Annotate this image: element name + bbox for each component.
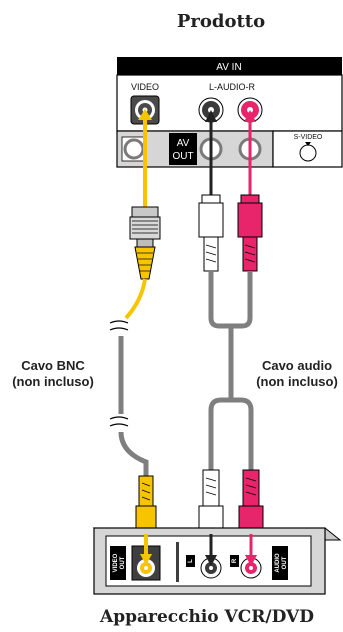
video-cable-break-bottom (109, 416, 129, 427)
bnc-cable-label-line1: Cavo BNC (21, 358, 85, 373)
device-divider (176, 542, 179, 582)
av-out-line1: AV (177, 138, 190, 149)
product-av-panel: AV IN VIDEO L-AUDIO-R (116, 57, 343, 168)
audio-cable-label-line1: Cavo audio (262, 358, 332, 373)
audio-out-line2: OUT (282, 556, 288, 569)
video-cable-segment-1 (124, 278, 147, 320)
s-video-label: S-VIDEO (294, 134, 323, 141)
device-name: Apparecchio VCR/DVD (99, 607, 314, 627)
bnc-video-cable (109, 109, 161, 535)
audio-cable-label-line2: (non incluso) (256, 374, 338, 389)
video-arrow-up (138, 109, 152, 120)
audio-cable-bottom-split (208, 397, 254, 470)
left-label: L (188, 559, 194, 563)
av-out-badge (169, 133, 197, 165)
audio-left-output-jack (200, 534, 222, 579)
video-out-badge (110, 546, 126, 580)
audio-left-plug-bottom (198, 469, 224, 535)
audio-right-output-jack (240, 534, 262, 579)
video-cable-break-top (109, 320, 129, 331)
audio-out-badge (272, 546, 288, 580)
audio-input-label: L-AUDIO-R (209, 82, 256, 92)
audio-right-plug-top (237, 194, 263, 272)
right-label: R (232, 558, 238, 563)
audio-left-arrow-up (205, 110, 217, 122)
right-badge (230, 555, 239, 567)
av-in-label: AV IN (216, 62, 241, 73)
video-out-line2: OUT (120, 556, 126, 569)
vcr-dvd-device: VIDEO OUT L R (92, 527, 342, 595)
av-out-line2: OUT (172, 151, 193, 162)
audio-cable (198, 110, 264, 535)
left-badge (186, 555, 195, 567)
bnc-connector (129, 206, 161, 280)
audio-cable-top-split (208, 271, 253, 329)
audio-left-plug-top (198, 194, 224, 272)
video-rca-plug-bottom (135, 475, 157, 535)
s-video-jack (299, 142, 317, 162)
video-out-line1: VIDEO (113, 553, 119, 572)
product-title: Prodotto (177, 11, 265, 32)
bnc-cable-label-line2: (non incluso) (12, 374, 94, 389)
video-cable-segment-3 (118, 431, 149, 476)
video-output-jack (131, 534, 161, 581)
av-in-header-bar (117, 57, 342, 75)
audio-right-plug-bottom (238, 469, 264, 535)
av-out-video-jack (121, 136, 147, 162)
audio-right-arrow-up (244, 110, 256, 122)
audio-out-line1: AUDIO (275, 553, 281, 573)
video-input-label: VIDEO (131, 82, 159, 92)
